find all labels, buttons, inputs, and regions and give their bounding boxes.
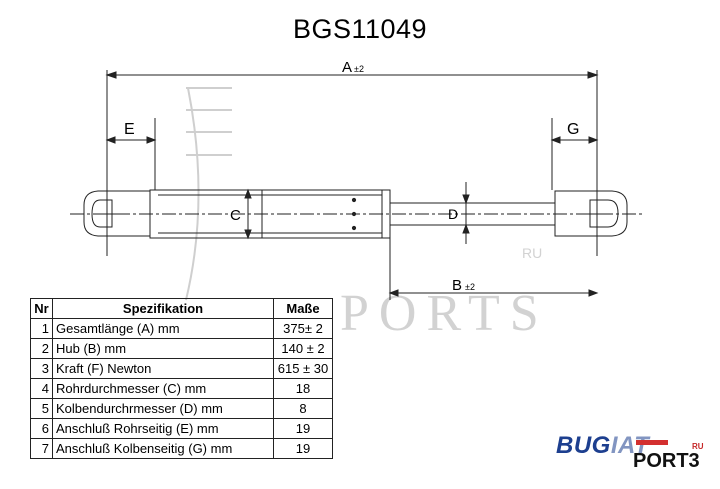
row-value: 8 — [273, 398, 333, 419]
watermark-ru: RU — [522, 245, 542, 261]
row-spec: Hub (B) mm — [52, 338, 274, 359]
table-row: 4 Rohrdurchmesser (C) mm 18 — [30, 378, 333, 399]
row-value: 615 ± 30 — [273, 358, 333, 379]
part-number-title: BGS11049 — [292, 14, 428, 44]
row-spec: Gesamtlänge (A) mm — [52, 318, 274, 339]
row-value: 140 ± 2 — [273, 338, 333, 359]
table-row: 5 Kolbendurchrmesser (D) mm 8 — [30, 398, 333, 419]
row-spec: Anschluß Rohrseitig (E) mm — [52, 418, 274, 439]
row-spec: Rohrdurchmesser (C) mm — [52, 378, 274, 399]
label-e: E — [124, 121, 135, 138]
table-row: 1 Gesamtlänge (A) mm 375± 2 — [30, 318, 333, 339]
row-nr: 7 — [30, 438, 53, 459]
label-b: B — [452, 277, 462, 294]
row-spec: Anschluß Kolbenseitig (G) mm — [52, 438, 274, 459]
row-value: 375± 2 — [273, 318, 333, 339]
label-a: A — [342, 59, 352, 76]
row-nr: 5 — [30, 398, 53, 419]
row-nr: 4 — [30, 378, 53, 399]
row-nr: 6 — [30, 418, 53, 439]
table-row: 3 Kraft (F) Newton 615 ± 30 — [30, 358, 333, 379]
logo-ports-text: PORT3 — [633, 450, 700, 472]
header-spec: Spezifikation — [52, 298, 274, 319]
watermark-text: PORTS — [340, 285, 549, 342]
header-value: Maße — [273, 298, 333, 319]
table-header-row: Nr Spezifikation Maße — [30, 298, 333, 319]
header-nr: Nr — [30, 298, 53, 319]
watermark — [185, 87, 232, 301]
row-nr: 2 — [30, 338, 53, 359]
bugiat-ports-logo: BUGIAT PORT3 RU — [556, 428, 706, 478]
table-row: 2 Hub (B) mm 140 ± 2 — [30, 338, 333, 359]
logo-ru-text: RU — [692, 442, 704, 451]
specification-table: Nr Spezifikation Maße 1 Gesamtlänge (A) … — [30, 298, 333, 459]
row-spec: Kraft (F) Newton — [52, 358, 274, 379]
row-spec: Kolbendurchrmesser (D) mm — [52, 398, 274, 419]
label-g: G — [567, 121, 579, 138]
label-b-tol: ±2 — [465, 282, 475, 292]
logo-red-bar — [636, 440, 668, 445]
row-value: 18 — [273, 378, 333, 399]
row-value: 19 — [273, 418, 333, 439]
label-d: D — [448, 206, 458, 222]
right-end-fitting — [554, 190, 628, 237]
table-row: 7 Anschluß Kolbenseitig (G) mm 19 — [30, 438, 333, 459]
row-value: 19 — [273, 438, 333, 459]
logo-bug-text: BUGIAT — [556, 432, 650, 459]
table-row: 6 Anschluß Rohrseitig (E) mm 19 — [30, 418, 333, 439]
row-nr: 3 — [30, 358, 53, 379]
row-nr: 1 — [30, 318, 53, 339]
label-a-tol: ±2 — [354, 64, 364, 74]
label-c: C — [230, 207, 241, 224]
